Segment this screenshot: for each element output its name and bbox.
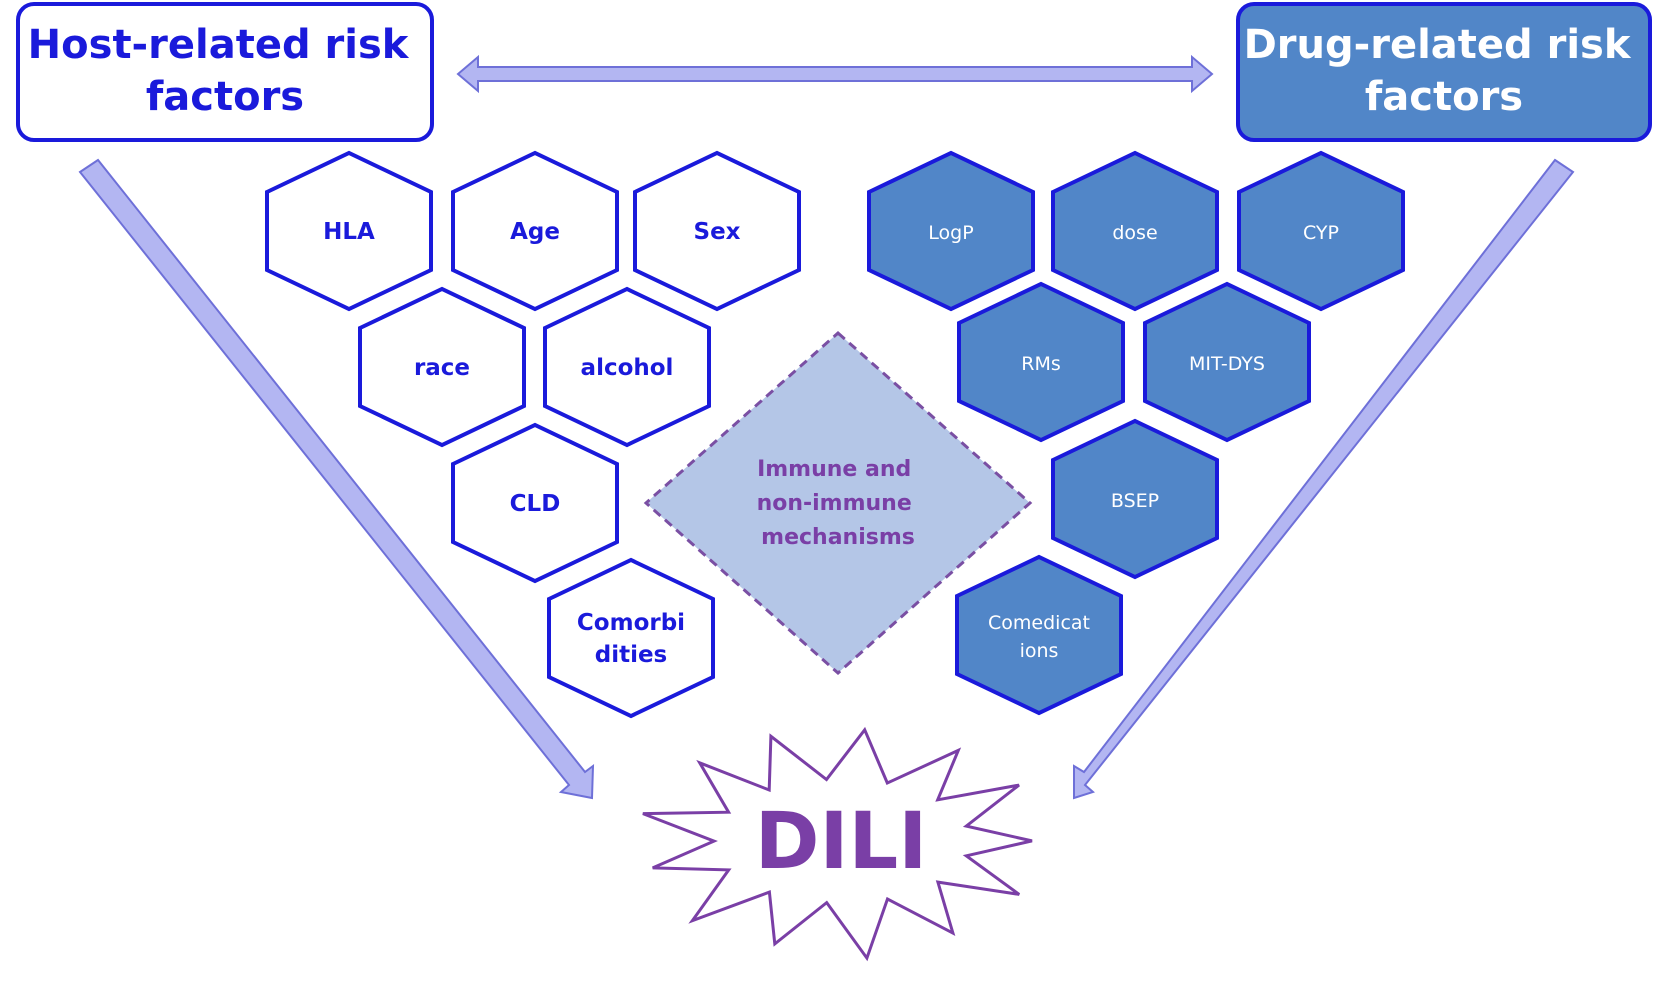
host-factor-label-line: dities: [595, 642, 668, 668]
mechanisms-label-line: Immune and: [757, 457, 911, 482]
drug-factor-label: dose: [1112, 222, 1157, 244]
host-factor-label-line: alcohol: [581, 355, 674, 381]
drug-title: Drug-related risk factors: [1244, 22, 1645, 120]
dili-outcome: DILI: [642, 726, 1033, 962]
drug-factor-hexagon-shape: [957, 281, 1125, 443]
drug-to-dili-arrow-icon: [1073, 158, 1575, 800]
drug-factor-label-line: ions: [1020, 640, 1059, 662]
drug-factor-label: RMs: [1021, 353, 1061, 375]
mechanisms-diamond-shape: [643, 330, 1033, 676]
host-factor-label-line: Sex: [694, 219, 741, 245]
host-factor-label-line: CLD: [510, 491, 561, 517]
host-factor-label: CLD: [510, 491, 561, 517]
drug-factor-hexagon: LogP: [867, 150, 1035, 312]
host-factor-hexagon: Age: [451, 150, 619, 312]
drug-factor-hexagon: BSEP: [1051, 418, 1219, 580]
drug-factor-label-line: CYP: [1303, 222, 1339, 244]
host-factor-hexagon: alcohol: [543, 286, 711, 448]
host-factor-hexagon-shape: [543, 286, 711, 448]
drug-factor-label: LogP: [928, 222, 973, 244]
drug-factor-group: LogP dose CYP RMs MIT-DYS BSEP Comedicat ions: [867, 150, 1405, 716]
drug-factor-label-line: LogP: [928, 222, 973, 244]
host-factor-hexagon-shape: [358, 286, 526, 448]
host-title-line: Host-related risk: [28, 22, 410, 68]
host-factor-hexagon-shape: [451, 422, 619, 584]
drug-title-box: Drug-related risk factors: [1236, 2, 1652, 142]
starburst-icon: [642, 726, 1033, 962]
bidirectional-arrow-icon: [456, 54, 1214, 94]
mechanisms-label: Immune and non-immune mechanisms: [757, 457, 920, 550]
dili-label: DILI: [755, 797, 928, 887]
drug-factor-label: Comedicat ions: [988, 612, 1090, 662]
host-factor-label: Age: [510, 219, 560, 245]
host-factor-hexagon: HLA: [265, 150, 433, 312]
host-factor-label-line: HLA: [323, 219, 375, 245]
drug-factor-hexagon-shape: [1237, 150, 1405, 312]
host-factor-hexagon: Comorbi dities: [547, 557, 715, 719]
mechanisms-diamond: Immune and non-immune mechanisms: [643, 330, 1033, 676]
drug-factor-label-line: RMs: [1021, 353, 1061, 375]
host-factor-hexagon: CLD: [451, 422, 619, 584]
mechanisms-label-line: mechanisms: [761, 525, 915, 550]
drug-factor-hexagon: MIT-DYS: [1143, 281, 1311, 443]
drug-factor-label: MIT-DYS: [1189, 353, 1265, 375]
host-factor-hexagon-shape: [547, 557, 715, 719]
host-factor-label: HLA: [323, 219, 375, 245]
drug-factor-label: CYP: [1303, 222, 1339, 244]
host-title-box-frame: [16, 2, 434, 142]
drug-factor-label-line: BSEP: [1111, 490, 1159, 512]
host-factor-hexagon: Sex: [633, 150, 801, 312]
drug-title-line: Drug-related risk: [1244, 22, 1632, 68]
host-factor-hexagon-shape: [265, 150, 433, 312]
host-title-box: Host-related risk factors: [16, 2, 434, 142]
drug-factor-label-line: MIT-DYS: [1189, 353, 1265, 375]
host-title: Host-related risk factors: [28, 22, 423, 120]
drug-factor-label: BSEP: [1111, 490, 1159, 512]
host-factor-label: Sex: [694, 219, 741, 245]
drug-factor-hexagon-shape: [1051, 418, 1219, 580]
drug-factor-hexagon-shape: [955, 554, 1123, 716]
drug-title-box-frame: [1236, 2, 1652, 142]
host-to-dili-arrow-icon: [78, 158, 595, 800]
host-factor-label-line: race: [414, 355, 470, 381]
drug-factor-hexagon-shape: [867, 150, 1035, 312]
drug-factor-hexagon: CYP: [1237, 150, 1405, 312]
drug-factor-label-line: dose: [1112, 222, 1157, 244]
host-factor-hexagon-shape: [451, 150, 619, 312]
host-factor-label: Comorbi dities: [577, 610, 685, 668]
mechanisms-label-line: non-immune: [757, 491, 912, 516]
host-factor-label: race: [414, 355, 470, 381]
host-factor-label-line: Comorbi: [577, 610, 685, 636]
drug-factor-hexagon: RMs: [957, 281, 1125, 443]
host-title-line: factors: [146, 74, 304, 120]
host-factor-label: alcohol: [581, 355, 674, 381]
host-factor-label-line: Age: [510, 219, 560, 245]
drug-factor-hexagon: Comedicat ions: [955, 554, 1123, 716]
drug-factor-label-line: Comedicat: [988, 612, 1090, 634]
drug-factor-hexagon: dose: [1051, 150, 1219, 312]
host-factor-hexagon: race: [358, 286, 526, 448]
drug-title-line: factors: [1365, 74, 1523, 120]
host-factor-hexagon-shape: [633, 150, 801, 312]
drug-factor-hexagon-shape: [1143, 281, 1311, 443]
drug-factor-hexagon-shape: [1051, 150, 1219, 312]
